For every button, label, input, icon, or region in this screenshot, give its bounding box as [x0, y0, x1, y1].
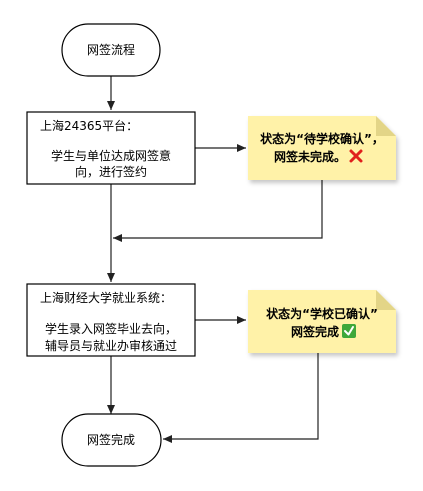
note1-line2: 网签未完成。 — [274, 149, 346, 164]
step1-title: 上海24365平台： — [40, 118, 138, 133]
step2-node: 上海财经大学就业系统： 学生录入网签毕业去向， 辅导员与就业办审核通过 — [26, 283, 196, 357]
note2-line1: 状态为“学校已确认” — [266, 306, 378, 321]
step2-line1: 学生录入网签毕业去向， — [45, 321, 177, 336]
step1-line2: 向，进行签约 — [75, 164, 147, 179]
arrow-note1-return — [113, 180, 323, 242]
cross-mark-icon — [349, 149, 363, 163]
note1: 状态为“待学校确认”， 网签未完成。 — [248, 116, 396, 180]
end-node: 网签完成 — [61, 413, 162, 467]
check-mark-icon — [342, 324, 356, 338]
note2-line2: 网签完成 — [291, 324, 339, 339]
start-label: 网签流程 — [87, 42, 135, 57]
start-node: 网签流程 — [61, 23, 161, 77]
step2-line2: 辅导员与就业办审核通过 — [45, 338, 177, 353]
end-label: 网签完成 — [87, 432, 135, 447]
note1-line1: 状态为“待学校确认”， — [260, 131, 384, 146]
step1-node: 上海24365平台： 学生与单位达成网签意 向，进行签约 — [26, 111, 196, 185]
arrow-note2-to-end — [163, 353, 319, 443]
step2-title: 上海财经大学就业系统： — [40, 290, 172, 305]
step1-line1: 学生与单位达成网签意 — [51, 148, 171, 163]
connectors — [107, 76, 323, 443]
note2: 状态为“学校已确认” 网签完成 — [248, 290, 396, 353]
